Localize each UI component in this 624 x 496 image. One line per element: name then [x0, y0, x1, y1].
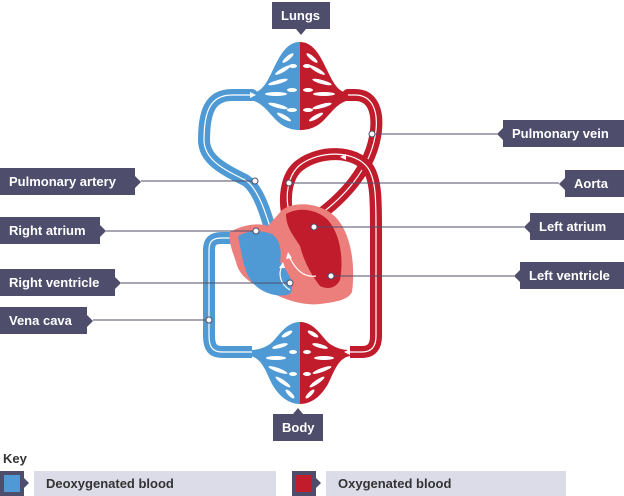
dot-left-ventricle — [327, 272, 335, 280]
key-item-deoxygenated: Deoxygenated blood — [0, 471, 276, 496]
left-chambers — [286, 209, 342, 288]
dot-right-atrium — [252, 227, 260, 235]
label-vena-cava: Vena cava — [0, 307, 93, 334]
key-title: Key — [3, 451, 27, 466]
label-body: Body — [273, 408, 323, 441]
label-left-atrium: Left atrium — [524, 213, 624, 240]
key-item-oxygenated: Oxygenated blood — [292, 471, 566, 496]
leader-dots — [205, 130, 376, 324]
oxygenated-swatch — [296, 475, 312, 492]
label-aorta: Aorta — [559, 170, 624, 197]
aorta-vessel — [279, 148, 382, 358]
heart — [229, 204, 354, 305]
right-chambers — [238, 231, 293, 296]
dot-pulmonary-artery — [251, 177, 259, 185]
body-capillary-bed — [250, 322, 350, 404]
lungs-capillary-bed — [250, 42, 350, 130]
leader-lines — [93, 133, 559, 321]
label-pulmonary-vein: Pulmonary vein — [497, 120, 624, 147]
label-lungs: Lungs — [272, 2, 330, 35]
key-label-deoxygenated: Deoxygenated blood — [34, 471, 276, 496]
key-label-oxygenated: Oxygenated blood — [326, 471, 566, 496]
pulmonary-artery-vessel — [197, 89, 286, 268]
dot-right-ventricle — [286, 279, 294, 287]
dot-left-atrium — [310, 223, 318, 231]
label-pulmonary-artery: Pulmonary artery — [0, 168, 141, 195]
dot-aorta — [285, 179, 293, 187]
label-left-ventricle: Left ventricle — [514, 262, 624, 289]
dot-pulmonary-vein — [368, 130, 376, 138]
label-right-atrium: Right atrium — [0, 217, 106, 244]
label-right-ventricle: Right ventricle — [0, 269, 121, 296]
deoxygenated-swatch — [4, 475, 20, 492]
dot-vena-cava — [205, 316, 213, 324]
